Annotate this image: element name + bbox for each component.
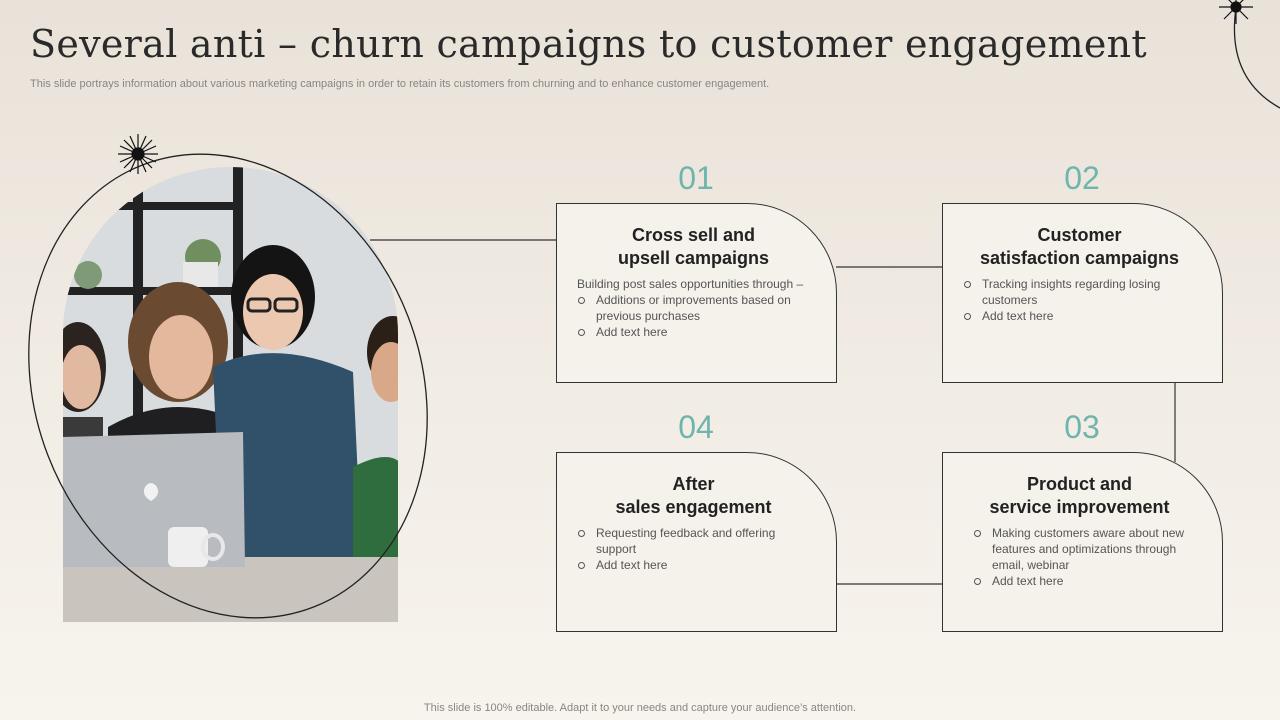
card-list: Tracking insights regarding losing custo…: [963, 276, 1200, 324]
card-title-line: Product and: [1026, 474, 1132, 494]
plant-pot: [74, 261, 102, 289]
card-list: Requesting feedback and offering support…: [577, 525, 814, 573]
card-intro: Building post sales opportunities throug…: [577, 277, 804, 291]
step-number-03: 03: [1064, 409, 1100, 445]
card-title: Product and service improvement: [963, 473, 1200, 519]
card-after-sales: After sales engagement Requesting feedba…: [556, 452, 837, 632]
card-cross-sell: Cross sell and upsell campaigns Building…: [556, 203, 837, 383]
team-photo: [63, 167, 398, 622]
step-number-04: 04: [678, 409, 714, 445]
list-item: Making customers aware about new feature…: [973, 525, 1200, 573]
card-title: After sales engagement: [577, 473, 814, 519]
card-customer-satisfaction: Customer satisfaction campaigns Tracking…: [942, 203, 1223, 383]
list-item: Add text here: [963, 308, 1200, 324]
page-title: Several anti – churn campaigns to custom…: [30, 22, 1147, 66]
step-number-01: 01: [678, 160, 714, 196]
list-item: Tracking insights regarding losing custo…: [963, 276, 1200, 308]
list-item: Add text here: [577, 324, 814, 340]
card-title-line: sales engagement: [615, 497, 772, 517]
list-item: Requesting feedback and offering support: [577, 525, 814, 557]
corner-arc: [1233, 7, 1280, 109]
card-title-line: satisfaction campaigns: [979, 248, 1180, 268]
list-item: Add text here: [577, 557, 814, 573]
card-title-line: Cross sell and: [631, 225, 756, 245]
step-number-02: 02: [1064, 160, 1100, 196]
card-title-line: After: [672, 474, 715, 494]
list-item: Add text here: [973, 573, 1200, 589]
corner-starburst-icon: [1219, 0, 1253, 24]
card-list: Additions or improvements based on previ…: [577, 292, 814, 340]
list-item: Additions or improvements based on previ…: [577, 292, 814, 324]
team-photo-illustration: [63, 167, 398, 622]
page-subtitle: This slide portrays information about va…: [30, 78, 770, 90]
card-product-service: Product and service improvement Making c…: [942, 452, 1223, 632]
card-title: Customer satisfaction campaigns: [963, 224, 1200, 270]
card-title-line: upsell campaigns: [617, 248, 770, 268]
card-list: Making customers aware about new feature…: [963, 525, 1200, 589]
starburst-icon: [118, 134, 158, 174]
card-title-line: service improvement: [989, 497, 1170, 517]
card-title-line: Customer: [1037, 225, 1122, 245]
footer-note: This slide is 100% editable. Adapt it to…: [423, 702, 857, 714]
card-title: Cross sell and upsell campaigns: [577, 224, 814, 270]
